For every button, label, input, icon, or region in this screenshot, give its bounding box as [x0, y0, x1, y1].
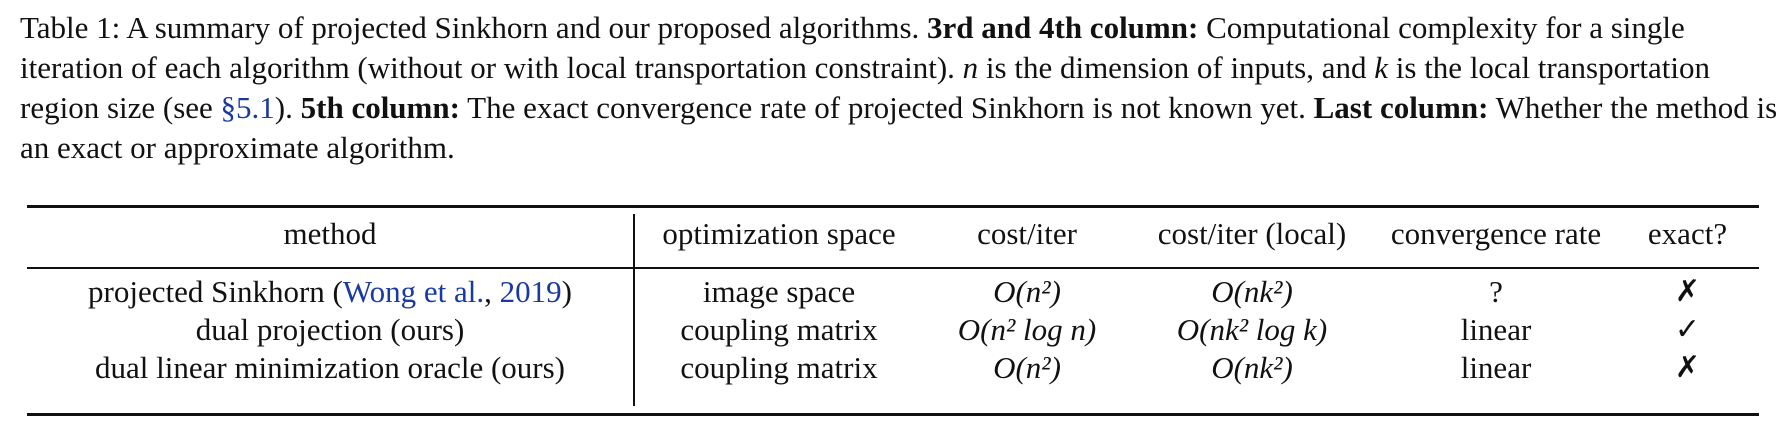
table-row: dual linear minimization oracle (ours) c… — [27, 347, 1759, 389]
row-space: coupling matrix — [680, 312, 878, 347]
caption-text: Whether the method is an exact or approx… — [20, 90, 1778, 165]
caption-text: The exact convergence rate of projected … — [459, 90, 1314, 125]
table-row: dual projection (ours) coupling matrix O… — [27, 309, 1759, 351]
table-caption: Table 1: A summary of projected Sinkhorn… — [20, 8, 1780, 168]
caption-text: ). — [274, 90, 301, 125]
table-top-rule — [27, 205, 1759, 208]
cross-mark-icon: ✗ — [1674, 350, 1701, 385]
row-rate: ? — [1489, 274, 1503, 309]
header-exact: exact? — [1647, 216, 1728, 251]
caption-text: A summary of projected Sinkhorn and our … — [120, 10, 928, 45]
method-text: projected Sinkhorn ( — [88, 274, 343, 309]
row-method: projected Sinkhorn (Wong et al., 2019) — [27, 271, 633, 313]
row-space: coupling matrix — [680, 350, 878, 385]
caption-text: is the dimension of inputs, and — [978, 50, 1375, 85]
check-mark-icon: ✓ — [1674, 312, 1701, 347]
caption-bold-columns-3-4: 3rd and 4th column: — [927, 10, 1199, 45]
caption-var-k: k — [1374, 50, 1389, 85]
row-rate: linear — [1460, 312, 1532, 347]
citation-year: 2019 — [499, 274, 562, 309]
caption-bold-column-5: 5th column: — [300, 90, 460, 125]
caption-text: Computational complexity for a single it… — [20, 10, 1685, 85]
citation-link[interactable]: Wong et al., 2019 — [343, 274, 562, 309]
cross-mark-icon: ✗ — [1674, 274, 1701, 309]
citation-author: Wong et al. — [342, 274, 485, 309]
row-cost: O(n² log n) — [957, 312, 1097, 347]
caption-bold-last-column: Last column: — [1313, 90, 1489, 125]
section-link[interactable]: §5.1 — [220, 90, 275, 125]
row-space: image space — [702, 274, 856, 309]
row-method: dual linear minimization oracle (ours) — [95, 350, 565, 385]
row-cost: O(n²) — [993, 274, 1061, 309]
header-cost-iter: cost/iter — [977, 216, 1077, 251]
row-cost: O(n²) — [993, 350, 1061, 385]
table-column-divider — [633, 214, 635, 406]
table-header-rule — [27, 267, 1759, 269]
header-convergence-rate: convergence rate — [1390, 216, 1602, 251]
row-method: dual projection (ours) — [195, 312, 465, 347]
header-cost-iter-local: cost/iter (local) — [1157, 216, 1347, 251]
table-row: projected Sinkhorn (Wong et al., 2019) i… — [27, 271, 1759, 313]
row-cost-local: O(nk² log k) — [1176, 312, 1328, 347]
header-optimization-space: optimization space — [662, 216, 896, 251]
row-cost-local: O(nk²) — [1211, 350, 1293, 385]
caption-text: is the local transportation region size … — [20, 50, 1710, 125]
row-rate: linear — [1460, 350, 1532, 385]
table-header-row: method optimization space cost/iter cost… — [27, 213, 1759, 255]
caption-label: Table 1: — [20, 10, 121, 45]
table-bottom-rule — [27, 413, 1759, 416]
caption-var-n: n — [962, 50, 979, 85]
row-cost-local: O(nk²) — [1211, 274, 1293, 309]
method-text-end: ) — [561, 274, 572, 309]
citation-separator: , — [484, 274, 500, 309]
header-method: method — [283, 216, 377, 251]
